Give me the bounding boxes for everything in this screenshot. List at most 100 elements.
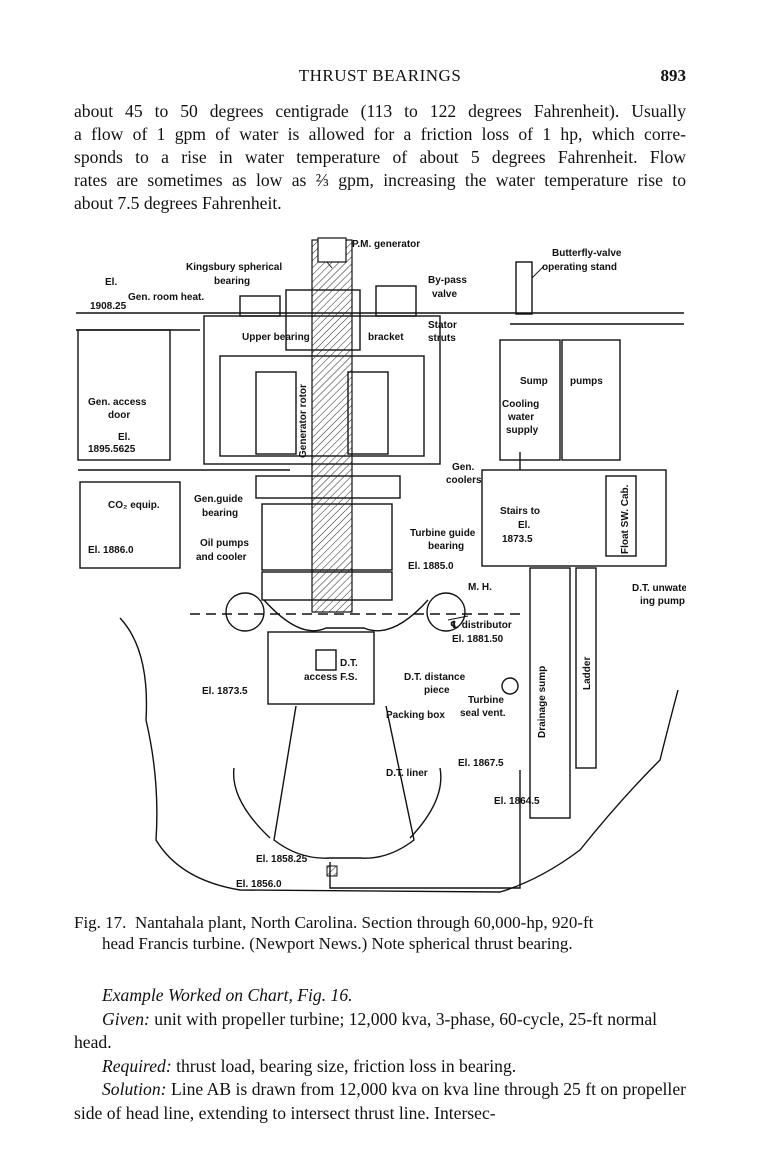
label-supply: supply [506, 425, 539, 436]
required-label: Required: [102, 1055, 172, 1076]
gen-access-room [77, 329, 171, 461]
label-water: water [507, 412, 534, 423]
spiral-case-right [426, 592, 466, 632]
leader-line [447, 615, 469, 621]
figure-caption: Fig. 17. Nantahala plant, North Carolina… [74, 912, 686, 954]
label-dt-liner: D.T. liner [386, 768, 428, 779]
drain-pipe [329, 770, 521, 889]
label-el-1864: El. 1864.5 [494, 796, 540, 807]
label-gen-guide: Gen.guide [194, 494, 243, 505]
caption-text-line2: head Francis turbine. (Newport News.) No… [102, 934, 573, 953]
drainage-sump-shaft [529, 567, 571, 819]
caption-text-line1: Nantahala plant, North Carolina. Section… [134, 913, 594, 932]
turbine-seal-vent-symbol [501, 677, 519, 695]
rotor-pole-left [255, 371, 297, 455]
text-line: sponds to a rise in water temperature of… [74, 147, 686, 167]
label-oil-pumps: Oil pumps [200, 538, 249, 549]
drain-valve-mark [326, 865, 338, 877]
main-shaft [311, 239, 353, 613]
worked-example: Example Worked on Chart, Fig. 16. Given:… [74, 984, 686, 1125]
solution-label: Solution: [102, 1079, 167, 1099]
spiral-case-left [225, 592, 265, 632]
text-line: rates are sometimes as low as ⅔ gpm, inc… [74, 170, 686, 190]
label-generator-rotor: Generator rotor [298, 384, 309, 458]
label-el-1885: El. 1885.0 [408, 561, 454, 572]
caption-fig-label: Fig. 17. [74, 913, 127, 932]
label-el-1895: El. [118, 432, 130, 443]
draft-tube-outline [273, 705, 415, 859]
label-piece: piece [424, 685, 450, 696]
running-head: THRUST BEARINGS 893 [74, 66, 686, 88]
label-co2-equip: CO₂ equip. [108, 500, 160, 511]
label-coolers: coolers [446, 475, 482, 486]
text-line: about 45 to 50 degrees centigrade (113 t… [74, 101, 686, 121]
butterfly-valve-stand [515, 261, 533, 315]
label-el-1873: El. 1873.5 [202, 686, 248, 697]
stairs-room [481, 469, 667, 567]
label-sump: Sump [520, 376, 548, 387]
label-and-cooler: and cooler [196, 552, 247, 563]
given-label: Given: [102, 1008, 150, 1029]
label-turbine-seal: Turbine [468, 695, 504, 706]
float-switch-cabinet [605, 475, 637, 557]
label-seal-vent: seal vent. [460, 708, 506, 719]
example-given: Given: unit with propeller turbine; 12,0… [74, 1008, 686, 1055]
label-cooling: Cooling [502, 399, 539, 410]
co2-room [79, 481, 181, 569]
draft-tube-elbow-left [232, 767, 271, 839]
label-butterfly: Butterfly-valve [552, 248, 622, 259]
label-dt-unwatering: D.T. unwater- [632, 583, 686, 594]
label-bearing: bearing [214, 276, 250, 287]
intro-paragraph: about 45 to 50 degrees centigrade (113 t… [74, 100, 686, 215]
label-pumps: pumps [570, 376, 603, 387]
label-el-1858: El. 1858.25 [256, 854, 308, 865]
label-bracket: bracket [368, 332, 404, 343]
example-required: Required: thrust load, bearing size, fri… [74, 1055, 686, 1079]
label-turbine-guide: Turbine guide [410, 528, 476, 539]
text-line: about 7.5 degrees Fahrenheit. [74, 193, 282, 213]
bypass-valve-box [375, 285, 417, 317]
label-el-1895-value: 1895.5625 [88, 444, 136, 455]
page-number: 893 [660, 66, 687, 85]
label-gen-guide-bearing: bearing [202, 508, 238, 519]
label-distributor: ℄ distributor [450, 620, 512, 631]
label-access-fs: access F.S. [304, 672, 358, 683]
gen-room-heater [239, 295, 281, 317]
example-title: Example Worked on Chart, Fig. 16. [102, 985, 353, 1005]
running-title: THRUST BEARINGS [298, 66, 462, 85]
label-turbine-guide-bearing: bearing [428, 541, 464, 552]
draft-tube-elbow-right [409, 767, 442, 839]
label-dt: D.T. [340, 658, 358, 669]
label-door: door [108, 410, 130, 421]
label-float-sw-cab: Float SW. Cab. [620, 484, 631, 554]
label-el-1881: El. 1881.50 [452, 634, 504, 645]
label-el-1886: El. 1886.0 [88, 545, 134, 556]
label-pm-generator: P.M. generator [352, 239, 420, 250]
label-operating-stand: operating stand [542, 262, 617, 273]
solution-text: Line AB is drawn from 12,000 kva on kva … [74, 1079, 686, 1123]
label-stairs-elevation: 1873.5 [502, 534, 533, 545]
rock-excavation-line [119, 617, 679, 893]
required-text: thrust load, bearing size, friction loss… [176, 1055, 517, 1076]
label-stairs-to: Stairs to [500, 506, 540, 517]
text-line: a flow of 1 gpm of water is allowed for … [74, 124, 686, 144]
label-kingsbury: Kingsbury spherical [186, 262, 282, 273]
ladder-shaft [575, 567, 597, 769]
label-el-1856: El. 1856.0 [236, 879, 282, 890]
given-text: unit with propeller turbine; 12,000 kva,… [74, 1008, 658, 1053]
rotor-pole-right [347, 371, 389, 455]
label-gen-room-heat: Gen. room heat. [128, 292, 204, 303]
caption-line: Fig. 17. Nantahala plant, North Carolina… [74, 912, 686, 933]
label-valve: valve [432, 289, 457, 300]
label-ladder: Ladder [582, 657, 593, 690]
turbine-section-figure: P.M. generator Kingsbury spherical beari… [74, 232, 686, 902]
leader-line [531, 265, 545, 279]
label-stator: Stator [428, 320, 457, 331]
label-gen: Gen. [452, 462, 474, 473]
label-upper-bearing: Upper bearing [242, 332, 310, 343]
example-solution: Solution: Line AB is drawn from 12,000 k… [74, 1078, 686, 1125]
label-stairs-el: El. [518, 520, 530, 531]
runner-outline [263, 599, 429, 632]
label-struts: struts [428, 333, 456, 344]
